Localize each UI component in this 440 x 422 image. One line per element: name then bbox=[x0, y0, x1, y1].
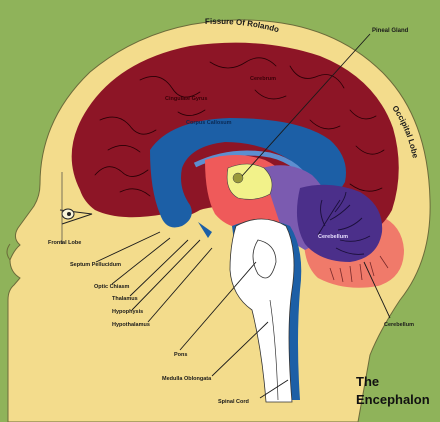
label-spinal-cord: Spinal Cord bbox=[218, 399, 249, 405]
pineal-gland-marker bbox=[233, 173, 243, 183]
label-hypothalamus: Hypothalamus bbox=[112, 322, 150, 328]
label-cerebellum-inner: Cerebellum bbox=[318, 234, 348, 240]
label-cingulate-gyrus: Cingulate Gyrus bbox=[165, 96, 207, 102]
label-cerebrum: Cerebrum bbox=[250, 76, 276, 82]
title-line-1: The bbox=[356, 374, 379, 389]
label-medulla-oblongata: Medulla Oblongata bbox=[162, 376, 212, 382]
label-pineal-gland: Pineal Gland bbox=[372, 28, 409, 34]
label-pons: Pons bbox=[174, 352, 187, 358]
label-frontal-lobe: Frontal Lobe bbox=[48, 240, 81, 246]
title-line-2: Encephalon bbox=[356, 392, 430, 407]
label-optic-chiasm: Optic Chiasm bbox=[94, 284, 130, 290]
label-septum-pellucidum: Septum Pellucidum bbox=[70, 262, 121, 268]
label-cerebellum-outer: Cerebellum bbox=[384, 322, 414, 328]
label-thalamus: Thalamus bbox=[112, 296, 138, 302]
label-hypophysis: Hypophysis bbox=[112, 309, 143, 315]
label-corpus-callosum: Corpus Callosum bbox=[186, 120, 232, 126]
thalamus-region bbox=[227, 164, 272, 199]
